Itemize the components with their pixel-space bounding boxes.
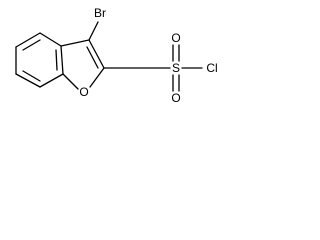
double-bond-c3-c2-inner [86,46,99,69]
bond-benzene-1 [39,32,62,47]
atom-label-bromine: Br [94,6,106,20]
bond-benzene-4 [15,73,41,88]
furan-ring [60,39,105,90]
bond-c2-oxygen [89,67,105,88]
bond-c3-c2 [88,39,105,69]
bond-benzene-6-fusion [60,45,64,75]
benzene-ring [15,32,64,88]
atom-label-chlorine: Cl [206,61,217,75]
bond-c3-bromine [88,21,99,41]
atom-label-sulfonyl-oxygen-top: O [171,31,180,45]
bond-c3a-c3 [60,39,90,47]
bond-oxygen-c7a [62,73,79,90]
atom-label-sulfur: S [172,61,180,75]
atom-label-sulfonyl-oxygen-bottom: O [171,91,180,105]
double-bond-inner-fusion [55,49,58,71]
bond-benzene-5 [39,73,64,88]
benzofuran-sulfonyl-chloride-structure: Br O S O O Cl [15,6,218,105]
atom-label-ring-oxygen: O [79,85,88,99]
double-bond-inner-top [22,39,41,51]
bond-benzene-2 [15,32,41,48]
double-bond-inner-bottom [22,70,41,82]
